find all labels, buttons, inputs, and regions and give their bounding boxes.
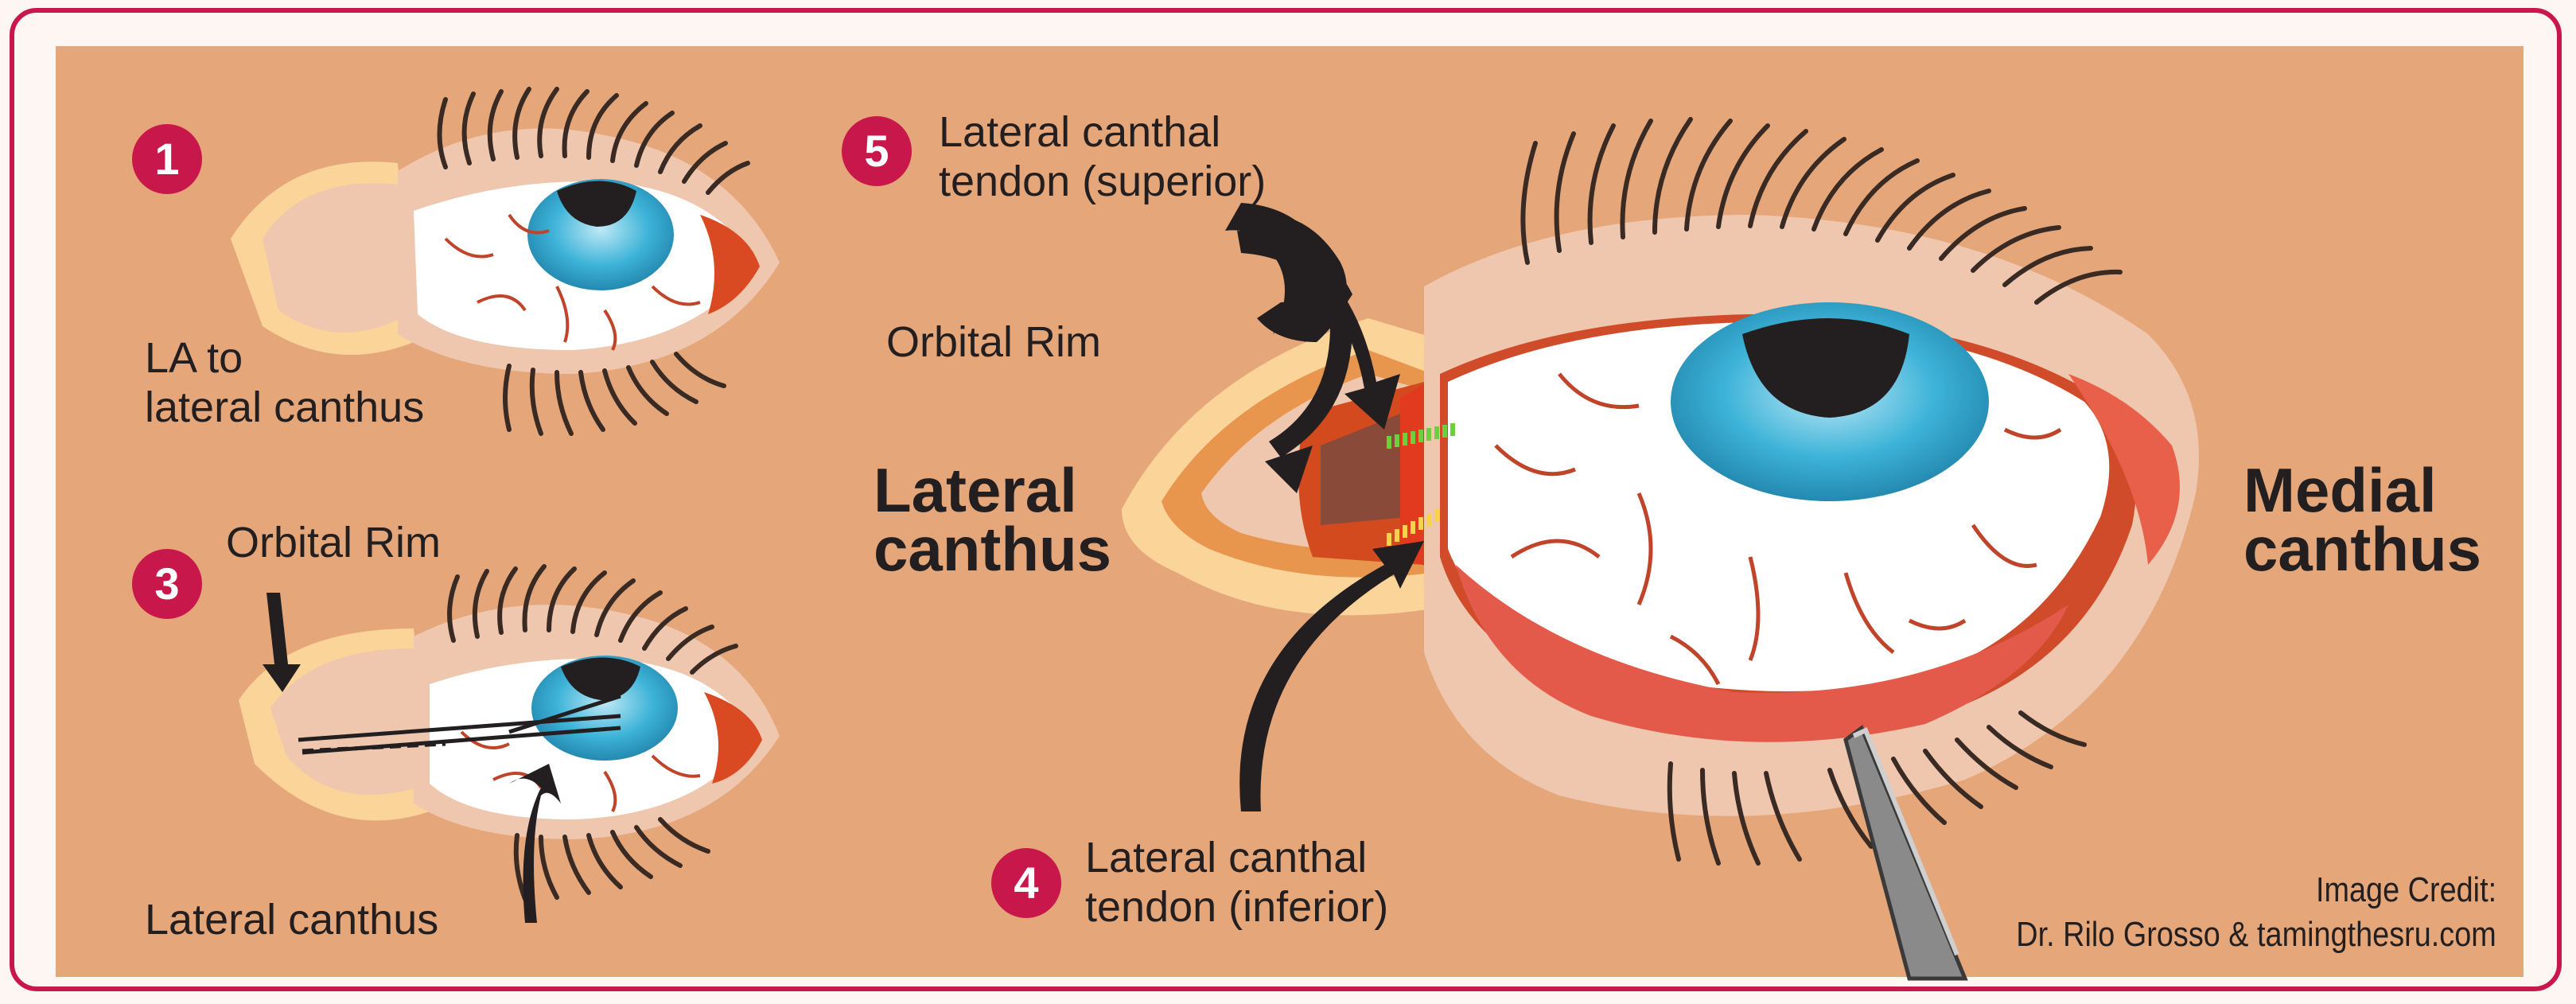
step-badge-5: 5 <box>842 116 912 186</box>
medial-canthus-heading-line1: Medial <box>2243 460 2437 520</box>
lateral-canthus-heading-line2: canthus <box>874 519 1111 579</box>
step1-label-line1: LA to <box>145 333 243 383</box>
step3-lateral-canthus-label: Lateral canthus <box>145 894 438 945</box>
eye-step-3 <box>239 566 780 923</box>
step-badge-4: 4 <box>991 848 1061 918</box>
step5-label-line1: Lateral canthal <box>939 107 1220 158</box>
step-badge-3: 3 <box>132 549 202 619</box>
image-credit-line1: Image Credit: <box>2316 869 2496 912</box>
step4-label-line2: tendon (inferior) <box>1085 881 1388 932</box>
step4-label-line1: Lateral canthal <box>1085 832 1367 883</box>
medial-canthus-heading-line2: canthus <box>2243 519 2481 579</box>
step5-label-line2: tendon (superior) <box>939 156 1266 207</box>
image-credit-line2: Dr. Rilo Grosso & tamingthesru.com <box>2016 913 2496 956</box>
step1-label-line2: lateral canthus <box>145 382 424 433</box>
main-orbital-rim-label: Orbital Rim <box>886 317 1101 368</box>
step3-orbital-rim-label: Orbital Rim <box>226 517 441 568</box>
step-badge-1: 1 <box>132 124 202 194</box>
lateral-canthus-heading-line1: Lateral <box>874 460 1077 520</box>
